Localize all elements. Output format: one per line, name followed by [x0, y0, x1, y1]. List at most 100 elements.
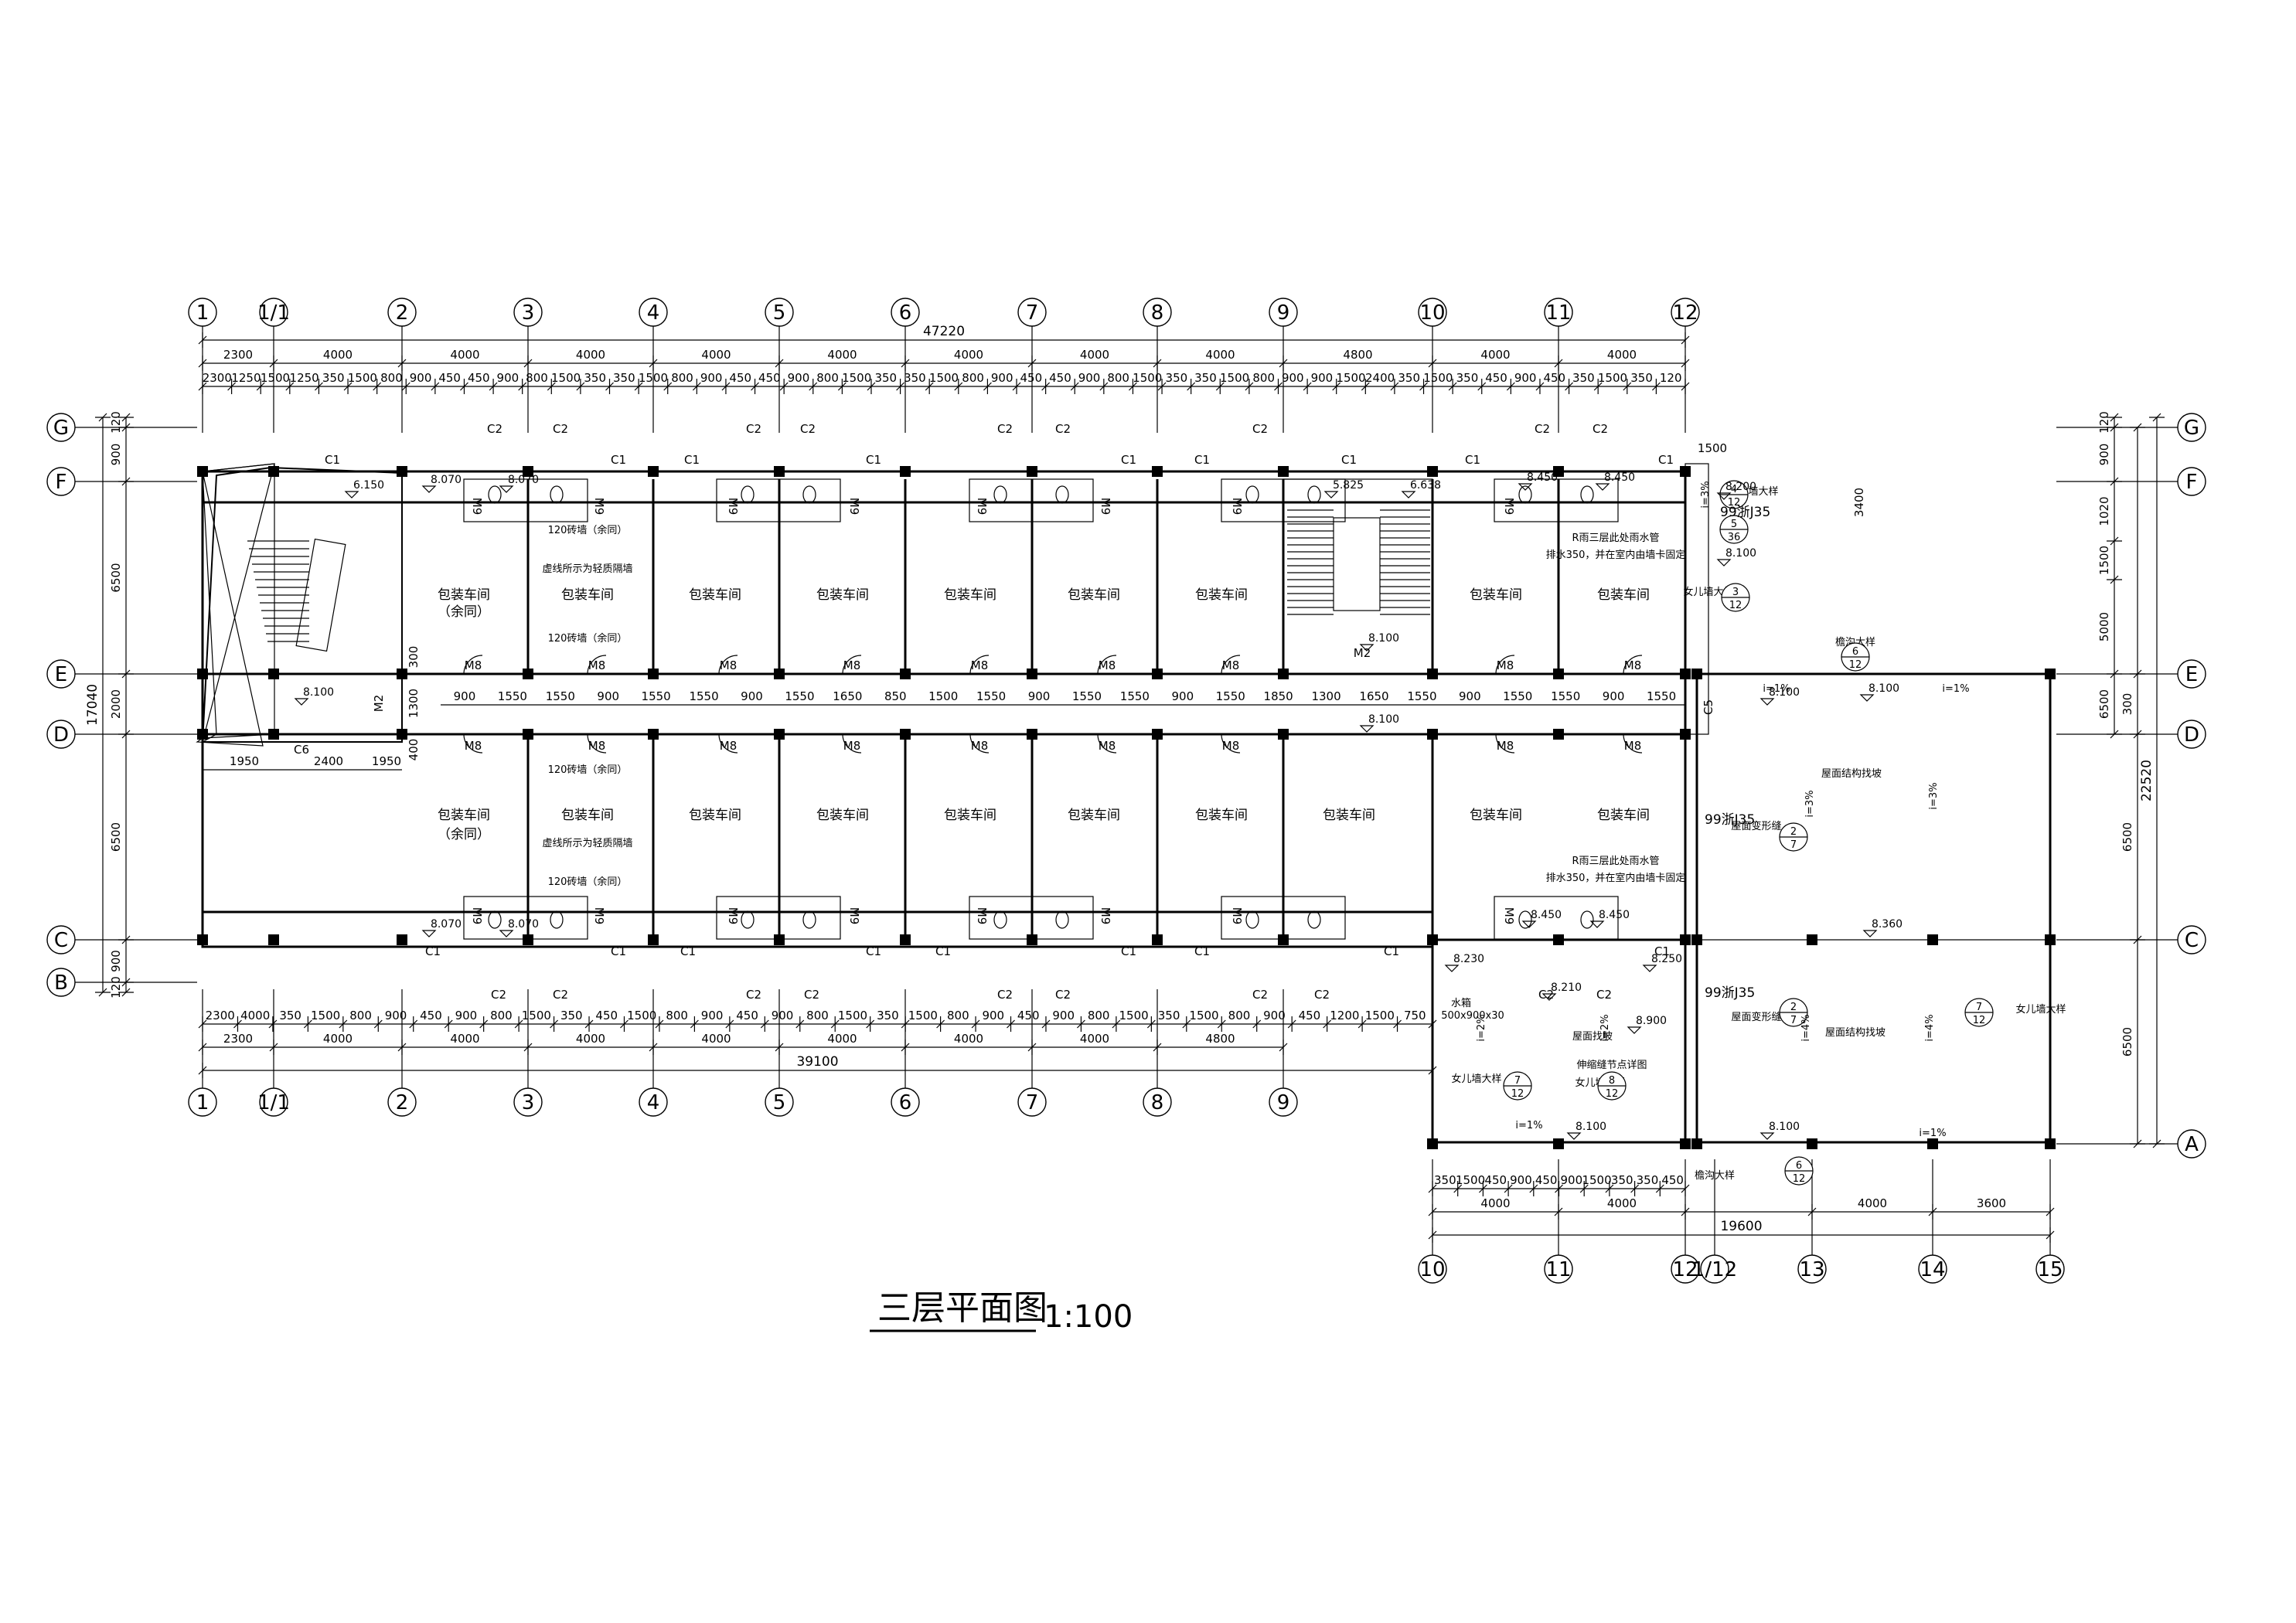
column	[774, 669, 785, 679]
axis-label: 6	[899, 1091, 912, 1114]
elevation-mark	[1566, 1132, 1582, 1140]
axis-label: D	[2184, 723, 2199, 747]
partition-note: 120砖墙（余同）	[548, 632, 628, 645]
window-label-c1: C1	[866, 453, 881, 467]
dim-text: 1020	[2097, 496, 2111, 526]
toilet-block	[463, 896, 588, 940]
corridor-dim: 900	[1603, 689, 1625, 703]
toilet-block	[1494, 478, 1619, 522]
door-label-m9: M9	[975, 907, 989, 925]
elevation-value: 8.900	[1636, 1015, 1667, 1027]
dim-text: 900	[109, 444, 123, 466]
window-label-c1: C1	[325, 453, 340, 467]
elevation-mark	[1627, 1026, 1642, 1034]
column	[1927, 934, 1938, 945]
dim-text: 450	[1543, 371, 1565, 385]
window-label-c2: C2	[1538, 988, 1554, 1002]
column	[397, 669, 407, 679]
slope-label: i=2%	[1599, 1014, 1611, 1041]
axis-label: G	[2184, 417, 2199, 440]
dim-text: 350	[584, 371, 606, 385]
room-label: 包装车间	[944, 587, 996, 603]
elevation-value: 8.450	[1531, 909, 1562, 921]
drain-detail: 檐沟大样	[1695, 1170, 1735, 1182]
column	[774, 466, 785, 477]
room-label: 包装车间	[1597, 587, 1650, 603]
parapet-detail: 女儿墙大样	[1683, 586, 1733, 598]
dim-text: 5000	[2097, 612, 2111, 641]
column	[1427, 934, 1438, 945]
door-swing	[463, 733, 483, 754]
dim-text: 900	[410, 371, 432, 385]
dim-text: 900	[772, 1009, 794, 1022]
column	[1152, 729, 1163, 740]
column	[648, 669, 659, 679]
axis-label: 5	[773, 1091, 786, 1114]
axis-label: A	[2185, 1133, 2199, 1156]
door-label-m8: M8	[588, 658, 606, 672]
window-label-c2: C2	[1055, 988, 1071, 1002]
dim-text: 1500	[627, 1009, 656, 1022]
dim-text: 350	[1194, 371, 1217, 385]
dim-text: 19600	[1720, 1219, 1762, 1234]
roof-ridge: 屋面变形缝	[1731, 1011, 1781, 1023]
stair-well	[295, 538, 346, 652]
detail-ref-sheet: 12	[1849, 659, 1862, 671]
corridor-dim: 1850	[1264, 689, 1293, 703]
corridor-dim: 1550	[1503, 689, 1532, 703]
axis-label: F	[2186, 471, 2198, 494]
dim-text: 6500	[2121, 1027, 2134, 1056]
room-label: 包装车间	[1068, 587, 1120, 603]
door-label-m9: M9	[1099, 498, 1112, 515]
room-label: 包装车间	[1068, 808, 1120, 823]
window-label-c2: C2	[553, 988, 568, 1002]
dim-text: 900	[2097, 444, 2111, 466]
stair-right-well	[1333, 517, 1381, 611]
partition-note: 120砖墙（余同）	[548, 524, 628, 536]
column	[197, 934, 208, 945]
toilet-block	[1221, 478, 1346, 522]
toilet-block	[969, 478, 1094, 522]
axis-label: 1	[196, 301, 210, 325]
dim-text: 450	[1484, 1173, 1507, 1187]
dim-text: 1500	[522, 1009, 551, 1022]
dim-text: 4000	[1480, 1196, 1510, 1210]
door-label-m9: M9	[726, 907, 740, 925]
dim-text: 1250	[290, 371, 319, 385]
door-label-m9: M9	[847, 498, 861, 515]
dim-text: 350	[874, 371, 897, 385]
dim-text: 900	[1263, 1009, 1286, 1022]
axis-label: C	[54, 929, 68, 952]
elevation-value: 6.150	[353, 479, 384, 492]
corridor-dim: 1650	[1359, 689, 1388, 703]
axis-label: 12	[1672, 1258, 1698, 1281]
dim-text: 1500	[2097, 546, 2111, 575]
door-label-m8: M8	[1497, 658, 1514, 672]
window-label-c1: C1	[1121, 944, 1136, 958]
window-label-c1: C1	[1654, 944, 1670, 958]
elevation-value: 8.450	[1604, 471, 1635, 484]
elevation-mark	[1862, 930, 1878, 937]
water-tank-size: 500x900x30	[1441, 1010, 1504, 1022]
column	[268, 466, 279, 477]
detail-ref-num: 2	[1790, 826, 1797, 838]
elevation-mark	[1716, 492, 1732, 500]
door-label-m8: M8	[843, 658, 861, 672]
door-label-m9: M9	[470, 498, 484, 515]
room-label: 包装车间	[689, 808, 741, 823]
column	[1152, 934, 1163, 945]
slope-label: i=1%	[1763, 683, 1790, 695]
elevation-value: 8.070	[508, 918, 539, 931]
elevation-mark	[1859, 694, 1875, 702]
window-label-c1: C1	[684, 453, 700, 467]
elevation-mark	[499, 485, 514, 493]
column	[268, 669, 279, 679]
dim-text: 450	[1049, 371, 1071, 385]
axis-label: 6	[899, 301, 912, 325]
room-label: 包装车间	[1195, 808, 1248, 823]
axis-label: 8	[1151, 1091, 1164, 1114]
axis-label: D	[53, 723, 69, 747]
dim-text: 3600	[1977, 1196, 2006, 1210]
stair-dim: 2400	[314, 754, 343, 768]
column	[900, 934, 911, 945]
